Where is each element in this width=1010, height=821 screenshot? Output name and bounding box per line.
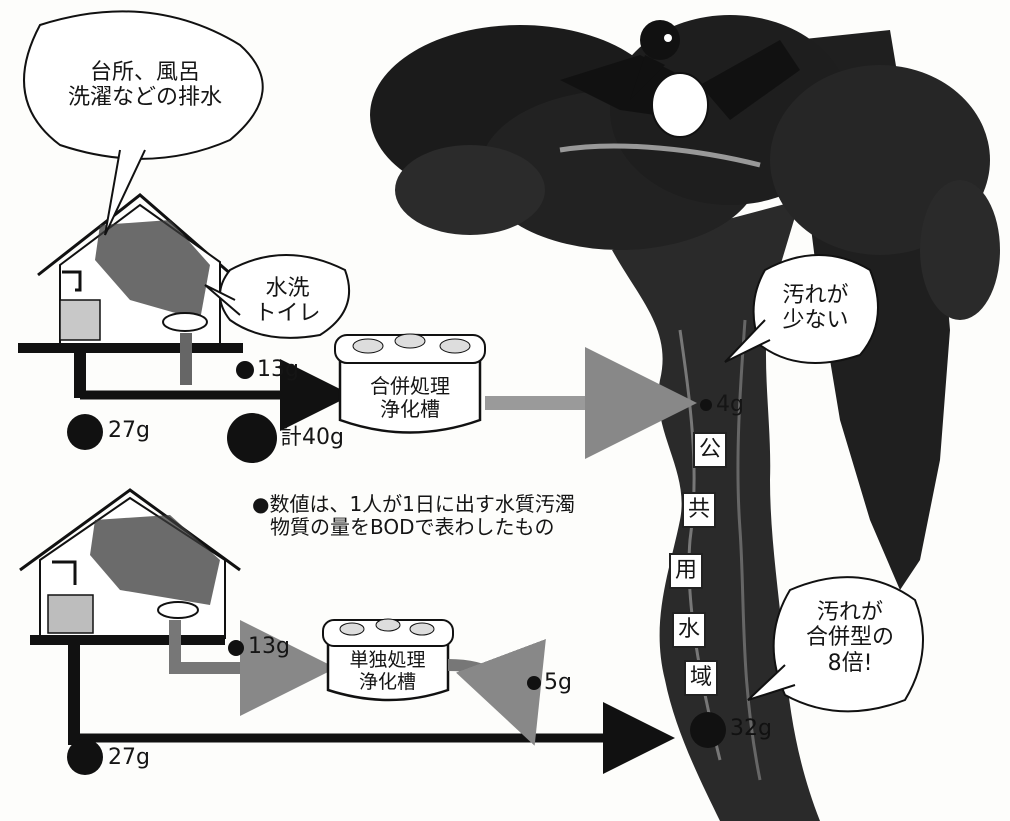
bubble-toilet bbox=[219, 254, 351, 339]
bubble-toilet-text: 水洗 トイレ bbox=[240, 276, 335, 327]
combined-total-dot bbox=[227, 413, 277, 463]
single-toilet-dot bbox=[228, 640, 244, 656]
bubble-eight-times-text: 汚れが 合併型の 8倍! bbox=[790, 600, 910, 676]
bubble-less-dirty-line1: 汚れが bbox=[782, 283, 849, 308]
bubble-eight-times-line3: 8倍! bbox=[827, 650, 873, 676]
bubble-household-text: 台所、風呂 洗濯などの排水 bbox=[55, 60, 235, 111]
single-toilet-amount: 13g bbox=[248, 634, 290, 659]
public-water-char-2: 共 bbox=[682, 492, 716, 528]
single-tank-out-amount: 5g bbox=[544, 670, 572, 695]
bubble-household bbox=[23, 10, 264, 160]
combined-outflow-dot bbox=[700, 399, 712, 411]
river-amount: 32g bbox=[730, 716, 772, 741]
combined-drain-amount: 27g bbox=[108, 418, 150, 443]
bubble-household-line1: 台所、風呂 bbox=[89, 60, 200, 85]
combined-outflow-amount: 4g bbox=[716, 392, 744, 417]
bubble-toilet-line1: 水洗 bbox=[265, 276, 310, 301]
note-text: ●数値は、1人が1日に出す水質汚濁 物質の量をBODで表わしたもの bbox=[252, 493, 575, 539]
bottom-house bbox=[19, 488, 241, 745]
single-toilet-arrow bbox=[169, 620, 336, 716]
bubble-eight-times bbox=[772, 576, 924, 713]
public-water-char-1: 公 bbox=[693, 432, 727, 468]
combined-toilet-dot bbox=[236, 361, 254, 379]
bubble-less-dirty-line2: 少ない bbox=[782, 308, 849, 334]
top-house bbox=[18, 193, 243, 398]
single-tank-out-arrow bbox=[447, 638, 546, 746]
combined-tank-line1: 合併処理 bbox=[370, 374, 450, 398]
river-amount-dot bbox=[690, 712, 726, 748]
single-drain-dot bbox=[67, 739, 103, 775]
single-tank bbox=[322, 618, 454, 702]
public-water-char-3: 用 bbox=[669, 553, 703, 589]
combined-total-amount: 計40g bbox=[280, 425, 344, 450]
single-tank-out-dot bbox=[527, 676, 541, 690]
single-tank-label: 単独処理 浄化槽 bbox=[330, 649, 445, 694]
bubble-toilet-line2: トイレ bbox=[254, 301, 321, 327]
single-drain-amount: 27g bbox=[108, 745, 150, 770]
tree-river bbox=[370, 15, 1000, 821]
combined-toilet-amount: 13g bbox=[257, 357, 299, 382]
single-tank-line2: 浄化槽 bbox=[358, 670, 416, 693]
bubble-eight-times-line2: 合併型の bbox=[805, 625, 894, 651]
single-tank-line1: 単独処理 bbox=[349, 649, 426, 671]
note-line1: ●数値は、1人が1日に出す水質汚濁 bbox=[252, 492, 575, 516]
bubble-less-dirty-text: 汚れが 少ない bbox=[768, 283, 863, 334]
public-water-char-4: 水 bbox=[672, 612, 706, 648]
bubble-eight-times-line1: 汚れが bbox=[816, 600, 883, 625]
public-water-char-5: 域 bbox=[684, 660, 718, 696]
combined-tank-label: 合併処理 浄化槽 bbox=[345, 375, 475, 421]
combined-tank-line2: 浄化槽 bbox=[380, 397, 440, 421]
crow-figure bbox=[560, 20, 800, 138]
combined-tank bbox=[334, 333, 486, 434]
note-line2: 物質の量をBODで表わしたもの bbox=[270, 515, 555, 539]
combined-drain-dot bbox=[67, 414, 103, 450]
bubble-household-line2: 洗濯などの排水 bbox=[67, 85, 222, 111]
